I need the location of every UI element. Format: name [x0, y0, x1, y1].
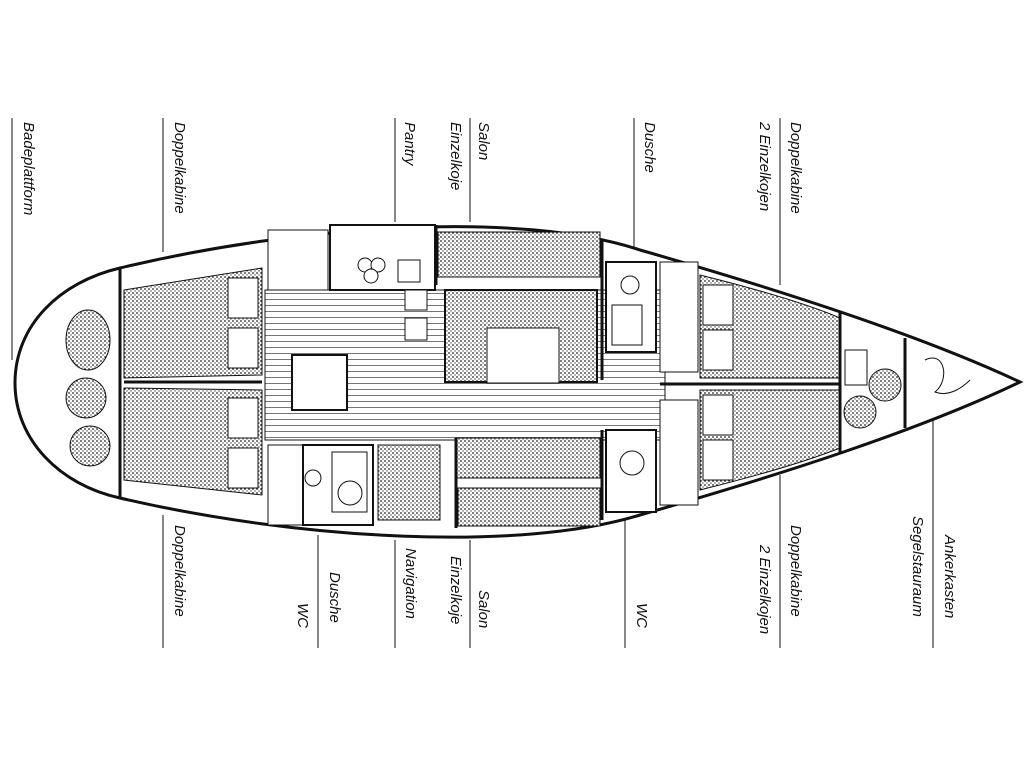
label-navigation: Navigation — [402, 548, 419, 619]
label-wc-aft: WC — [294, 603, 311, 628]
label-doppelkabine-fwd-top: Doppelkabine — [787, 122, 804, 214]
label-zwei-einzelkojen-top: 2 Einzelkojen — [756, 122, 773, 212]
forward-double-cabins — [660, 274, 841, 491]
label-segelstauraum: Segelstauraum — [909, 516, 926, 617]
label-einzelkoje-top: Einzelkoje — [447, 122, 464, 191]
saloon-settees — [434, 225, 604, 528]
label-dusche-top: Dusche — [641, 122, 658, 173]
label-badeplattform: Badeplattform — [20, 122, 37, 216]
label-doppelkabine-aft-bottom: Doppelkabine — [171, 525, 188, 617]
label-zwei-einzelkojen-bottom: 2 Einzelkojen — [756, 545, 773, 635]
bathing-platform — [65, 268, 122, 498]
label-einzelkoje-bottom: Einzelkoje — [447, 556, 464, 625]
bow-lockers — [838, 312, 971, 452]
label-salon-bottom: Salon — [475, 590, 492, 629]
label-doppelkabine-fwd-bottom: Doppelkabine — [787, 525, 804, 617]
label-wc-fwd: WC — [633, 603, 650, 628]
forward-heads — [605, 261, 699, 513]
label-pantry: Pantry — [401, 122, 418, 166]
aft-double-cabins — [123, 267, 263, 496]
pantry-block — [291, 224, 436, 411]
aft-head-and-navigation — [267, 229, 441, 526]
leader-lines-top — [11, 118, 781, 360]
label-dusche-bottom: Dusche — [326, 572, 343, 623]
leader-lines-bottom — [162, 420, 934, 648]
label-salon-top: Salon — [475, 122, 492, 161]
label-ankerkasten: Ankerkasten — [941, 535, 958, 619]
label-doppelkabine-aft-top: Doppelkabine — [171, 122, 188, 214]
